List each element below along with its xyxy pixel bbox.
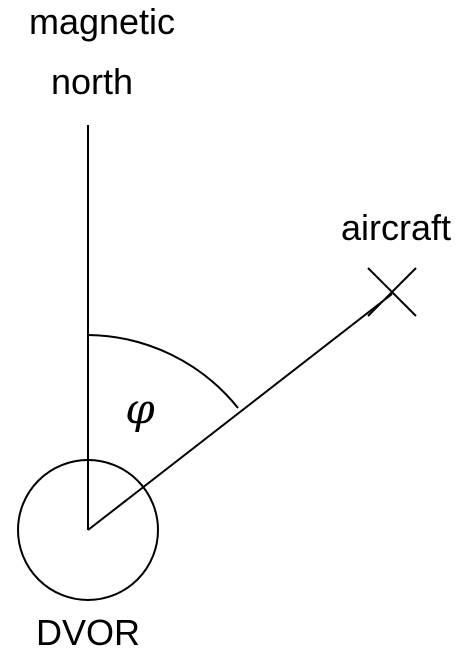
angle-phi-label: φ: [125, 384, 155, 433]
angle-arc: [87, 334, 239, 409]
dvor-circle-icon: [17, 459, 159, 601]
bearing-line: [87, 293, 393, 531]
aircraft-label: aircraft: [341, 207, 451, 248]
aircraft-cross-icon: [367, 267, 417, 317]
magnetic-north-label-line2: north: [51, 61, 133, 102]
magnetic-north-label-line1: magnetic: [29, 1, 175, 42]
dvor-label: DVOR: [36, 612, 140, 653]
